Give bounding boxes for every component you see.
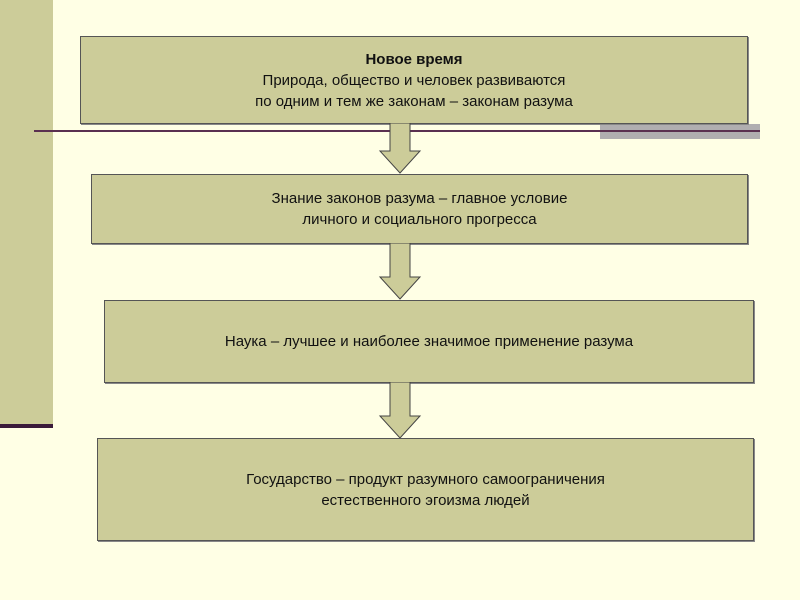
box-knowledge: Знание законов разума – главное условие …	[91, 174, 748, 244]
box-text-line: естественного эгоизма людей	[321, 491, 530, 509]
box-title: Новое время	[365, 50, 463, 68]
box-text-line: Знание законов разума – главное условие	[271, 190, 568, 207]
box-state: Государство – продукт разумного самоогра…	[97, 438, 754, 541]
sidebar-decoration	[0, 0, 53, 426]
box-text-line: по одним и тем же законам – законам разу…	[255, 92, 573, 110]
down-arrow-icon	[378, 243, 422, 300]
down-arrow-icon	[378, 123, 422, 174]
box-science: Наука – лучшее и наиболее значимое приме…	[104, 300, 754, 383]
box-text-line: Государство – продукт разумного самоогра…	[246, 470, 605, 488]
box-new-era: Новое время Природа, общество и человек …	[80, 36, 748, 124]
box-text-line: личного и социального прогресса	[302, 211, 537, 228]
down-arrow-icon	[378, 382, 422, 439]
sidebar-divider	[0, 424, 53, 428]
box-text-line: Природа, общество и человек развиваются	[262, 71, 566, 89]
box-text-line: Наука – лучшее и наиболее значимое приме…	[224, 333, 634, 350]
